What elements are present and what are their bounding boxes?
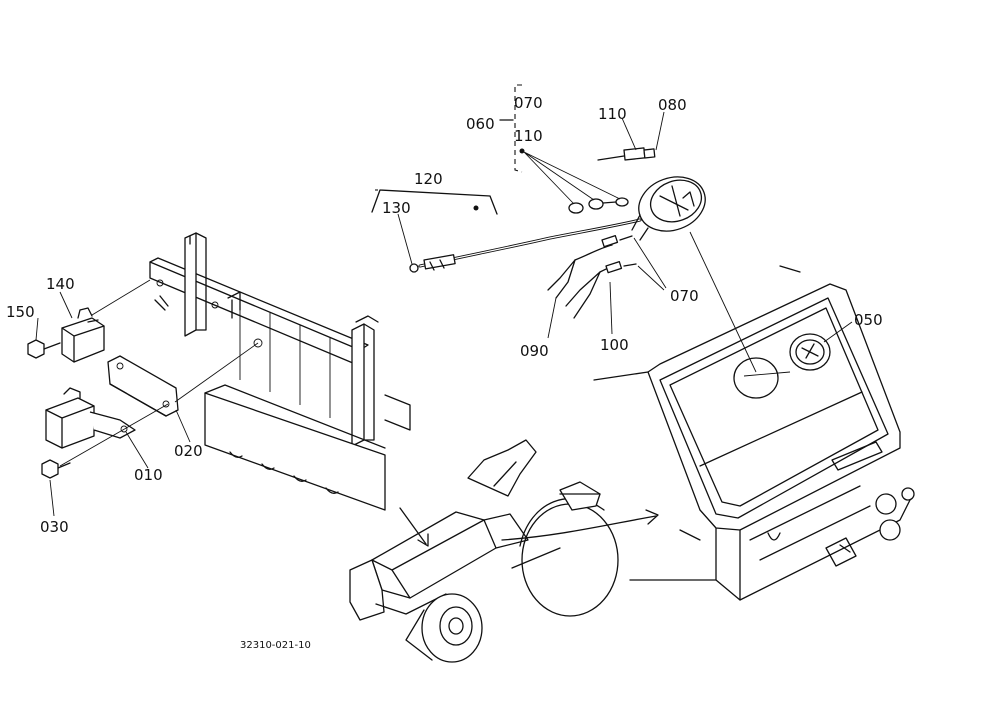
relay-010 — [45, 387, 136, 449]
callout-090: 090 — [520, 342, 549, 360]
callout-leaders — [35, 213, 613, 517]
callout-080: 080 — [658, 96, 687, 114]
wiring-harness-090-100 — [547, 235, 667, 319]
callout-070-upper: 070 — [514, 94, 543, 112]
callout-070-lower: 070 — [670, 287, 699, 305]
drawing-reference-code: 32310-021-10 — [240, 640, 311, 651]
bolt-030 — [41, 459, 71, 479]
leader-140-frame — [91, 279, 151, 316]
bolt-150 — [27, 339, 61, 359]
callout-bracket-060 — [499, 84, 621, 205]
mounting-frame — [149, 232, 411, 511]
callout-110-right: 110 — [598, 105, 627, 123]
tachometer-cable-120 — [371, 189, 642, 273]
callout-050: 050 — [854, 311, 883, 329]
callout-020: 020 — [174, 442, 203, 460]
leader-020-frame — [174, 342, 259, 403]
callout-030: 030 — [40, 518, 69, 536]
callout-100: 100 — [600, 336, 629, 354]
callout-120: 120 — [414, 170, 443, 188]
callout-labels: 150 140 010 020 030 120 130 060 070 110 … — [6, 94, 883, 651]
callout-150: 150 — [6, 303, 35, 321]
callout-060: 060 — [466, 115, 495, 133]
callout-010: 010 — [134, 466, 163, 484]
callout-110-upper: 110 — [514, 127, 543, 145]
bulb-socket-080 — [597, 111, 665, 161]
callout-140: 140 — [46, 275, 75, 293]
bracket-020 — [107, 355, 179, 417]
instrument-panel — [593, 231, 915, 601]
relay-140 — [61, 307, 105, 363]
tractor-silhouette — [349, 439, 659, 663]
callout-130: 130 — [382, 199, 411, 217]
leader-030-bracket — [59, 403, 169, 467]
tachometer-060 — [568, 176, 706, 241]
